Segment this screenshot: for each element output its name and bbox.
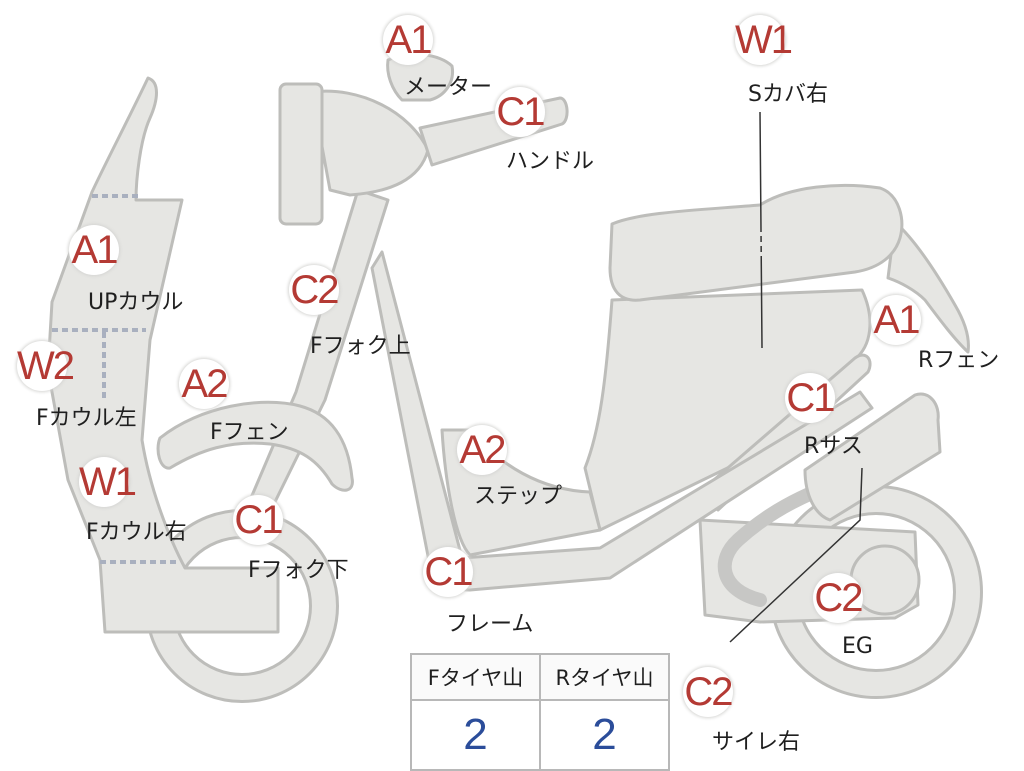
scover-grade-badge[interactable]: W1 [735, 15, 793, 65]
headlight-housing [310, 89, 430, 197]
silencer-grade-badge[interactable]: C2 [683, 667, 734, 717]
rsus-grade-badge[interactable]: C1 [785, 373, 836, 423]
exhaust-pipe [717, 478, 839, 607]
ffork-upper-label: Fフォク上 [310, 334, 411, 359]
fcowl-left-label: Fカウル左 [36, 406, 137, 431]
handle-grade-badge[interactable]: C1 [495, 87, 546, 137]
front-tire-header: Fタイヤ山 [410, 653, 541, 701]
front-tire-value: 2 [410, 699, 541, 771]
step-grade-badge[interactable]: A2 [457, 425, 507, 475]
upcowl-label: UPカウル [88, 290, 184, 315]
ffender-label: Fフェン [210, 420, 289, 445]
handle-label: ハンドル [506, 149, 595, 174]
seat [608, 183, 904, 302]
eg-grade-badge[interactable]: C2 [813, 573, 864, 623]
front-cowl [46, 76, 280, 634]
fcowl-right-label: Fカウル右 [86, 520, 187, 545]
fcowl-left-grade-badge[interactable]: W2 [17, 341, 75, 391]
ffork-lower-label: Fフォク下 [248, 558, 349, 583]
rear-tire-value: 2 [539, 699, 670, 771]
frame-label: フレーム [446, 612, 534, 637]
tire-tread-table: Fタイヤ山 Rタイヤ山 2 2 [410, 653, 670, 771]
rear-fender [886, 220, 970, 354]
frame-grade-badge[interactable]: C1 [423, 547, 474, 597]
scover-leader-line [759, 111, 763, 349]
fcowl-right-grade-badge[interactable]: W1 [79, 457, 137, 507]
rfender-label: Rフェン [918, 348, 1000, 373]
side-cover [583, 288, 872, 532]
rfender-grade-badge[interactable]: A1 [871, 295, 921, 345]
rear-tire-header: Rタイヤ山 [539, 653, 670, 701]
headlight [278, 82, 324, 226]
meter-grade-badge[interactable]: A1 [383, 15, 433, 65]
front-fender [156, 400, 354, 492]
silencer-label: サイレ右 [712, 730, 801, 755]
muffler [803, 392, 942, 522]
upcowl-grade-badge[interactable]: A1 [69, 225, 119, 275]
ffork-upper-grade-badge[interactable]: C2 [289, 265, 340, 315]
silencer-leader-line [729, 467, 863, 643]
rsus-label: Rサス [804, 434, 863, 459]
ffender-grade-badge[interactable]: A2 [179, 359, 229, 409]
ffork-lower-grade-badge[interactable]: C1 [233, 495, 284, 545]
eg-label: EG [842, 634, 873, 659]
meter-label: メーター [404, 75, 493, 100]
scover-label: Sカバ右 [748, 82, 828, 107]
step-label: ステップ [474, 484, 563, 509]
